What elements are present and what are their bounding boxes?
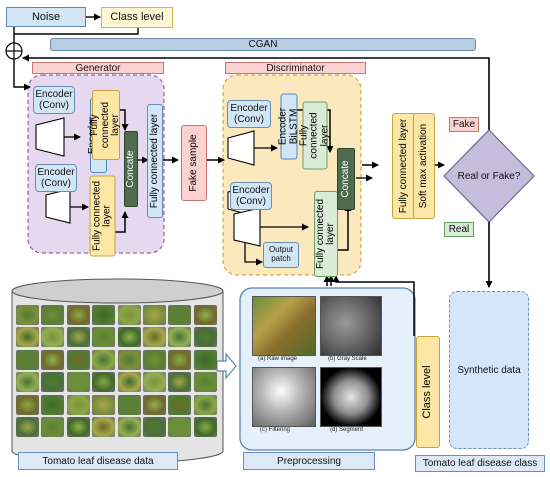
leaf-thumbnail — [193, 394, 217, 415]
leaf-thumbnail — [117, 372, 141, 393]
leaf-thumbnail — [117, 394, 141, 415]
caption-gray: (b) Gray Scale — [328, 356, 367, 362]
decision-question: Real or Fake? — [457, 170, 521, 182]
generator-title: Generator — [32, 62, 164, 74]
generator-encoder-conv-2: Encoder (Conv) — [35, 164, 77, 192]
leaf-image-grid — [16, 305, 219, 440]
leaf-thumbnail — [41, 349, 65, 370]
leaf-thumbnail — [41, 417, 65, 437]
leaf-thumbnail — [143, 327, 166, 348]
leaf-thumbnail — [193, 327, 217, 348]
leaf-thumbnail — [168, 394, 192, 415]
leaf-thumbnail — [16, 305, 39, 325]
leaf-thumbnail — [143, 394, 166, 415]
leaf-thumbnail — [66, 305, 90, 325]
generator-encoder-conv-1: Encoder (Conv) — [33, 86, 75, 114]
leaf-thumbnail — [168, 417, 192, 437]
disc-encoder2-trapezoid — [233, 207, 261, 247]
leaf-thumbnail — [16, 394, 39, 415]
caption-raw: (a) Raw image — [258, 356, 298, 362]
dataset-label: Tomato leaf disease data — [18, 452, 178, 470]
leaf-thumbnail — [41, 327, 65, 348]
real-label: Real — [444, 222, 474, 237]
disc-concate: Concate — [337, 148, 355, 210]
classlevel-to-disc-fc — [332, 275, 415, 336]
grayscale-image — [320, 296, 382, 356]
fake-sample-box: Fake sample — [181, 125, 207, 201]
leaf-thumbnail — [16, 417, 39, 437]
leaf-thumbnail — [92, 327, 116, 348]
disc-encoder-conv-1: Encoder (Conv) — [227, 100, 271, 128]
leaf-thumbnail — [92, 394, 116, 415]
leaf-thumbnail — [41, 394, 65, 415]
caption-segment: (d) Segment — [330, 427, 364, 433]
leaf-thumbnail — [143, 349, 166, 370]
leaf-thumbnail — [66, 349, 90, 370]
caption-filter: (c) Filtering — [260, 427, 291, 433]
leaf-thumbnail — [66, 394, 90, 415]
generator-fc-layer-2: Fully connected layer — [89, 175, 116, 257]
fake-label: Fake — [449, 117, 479, 132]
leaf-thumbnail — [16, 327, 39, 348]
dataset-cylinder-top — [11, 278, 224, 304]
class-level-box-vertical: Class level — [416, 336, 440, 448]
leaf-thumbnail — [168, 327, 192, 348]
classlevel-to-junction — [14, 28, 139, 35]
dataset-to-preprocess-arrow — [216, 352, 237, 380]
synthetic-data-box: Synthetic data — [449, 291, 529, 449]
preprocessing-label: Preprocessing — [243, 452, 375, 470]
disease-class-label: Tomato leaf disease class — [415, 455, 545, 472]
leaf-thumbnail — [117, 305, 141, 325]
leaf-thumbnail — [193, 305, 217, 325]
leaf-thumbnail — [41, 372, 65, 393]
generator-concate: Concate — [124, 131, 138, 207]
generator-fc-output: Fully connected layer — [147, 104, 163, 218]
leaf-thumbnail — [193, 372, 217, 393]
disc-encoder1b-trapezoid — [227, 130, 255, 166]
generator-encoder2-trapezoid — [45, 188, 71, 224]
leaf-thumbnail — [168, 372, 192, 393]
leaf-thumbnail — [117, 417, 141, 437]
cgan-bar: CGAN — [50, 38, 476, 51]
leaf-thumbnail — [143, 305, 166, 325]
leaf-thumbnail — [66, 417, 90, 437]
leaf-thumbnail — [168, 349, 192, 370]
leaf-thumbnail — [16, 372, 39, 393]
disc-encoder-bilstm: Encoder BiLSTM — [278, 93, 299, 160]
leaf-thumbnail — [168, 305, 192, 325]
discriminator-title: Discriminator — [225, 62, 366, 74]
raw-image — [252, 296, 316, 356]
leaf-thumbnail — [92, 349, 116, 370]
leaf-thumbnail — [117, 327, 141, 348]
segment-image — [320, 367, 382, 427]
leaf-thumbnail — [41, 305, 65, 325]
leaf-thumbnail — [66, 372, 90, 393]
leaf-thumbnail — [143, 417, 166, 437]
filtered-image — [252, 367, 316, 427]
disc-fc-layer-1: Fully connected layer — [298, 101, 330, 170]
disc-encoder-conv-2: Encoder (Conv) — [230, 182, 272, 210]
generator-fc-layer-1: Fully connected layer — [89, 90, 121, 160]
leaf-thumbnail — [66, 327, 90, 348]
leaf-thumbnail — [16, 349, 39, 370]
leaf-thumbnail — [193, 417, 217, 437]
leaf-thumbnail — [92, 417, 116, 437]
leaf-thumbnail — [193, 349, 217, 370]
noise-box: Noise — [6, 7, 86, 27]
softmax-activation: Soft max activation — [413, 113, 435, 219]
generator-encoder1-trapezoid — [35, 117, 65, 157]
leaf-thumbnail — [92, 372, 116, 393]
leaf-thumbnail — [117, 349, 141, 370]
disc-fc-layer-2: Fully connected layer — [314, 191, 338, 277]
class-level-box-top: Class level — [101, 7, 173, 28]
disc-output-patch: Output patch — [263, 242, 299, 268]
junction-to-generator — [13, 59, 31, 91]
leaf-thumbnail — [143, 372, 166, 393]
leaf-thumbnail — [92, 305, 116, 325]
